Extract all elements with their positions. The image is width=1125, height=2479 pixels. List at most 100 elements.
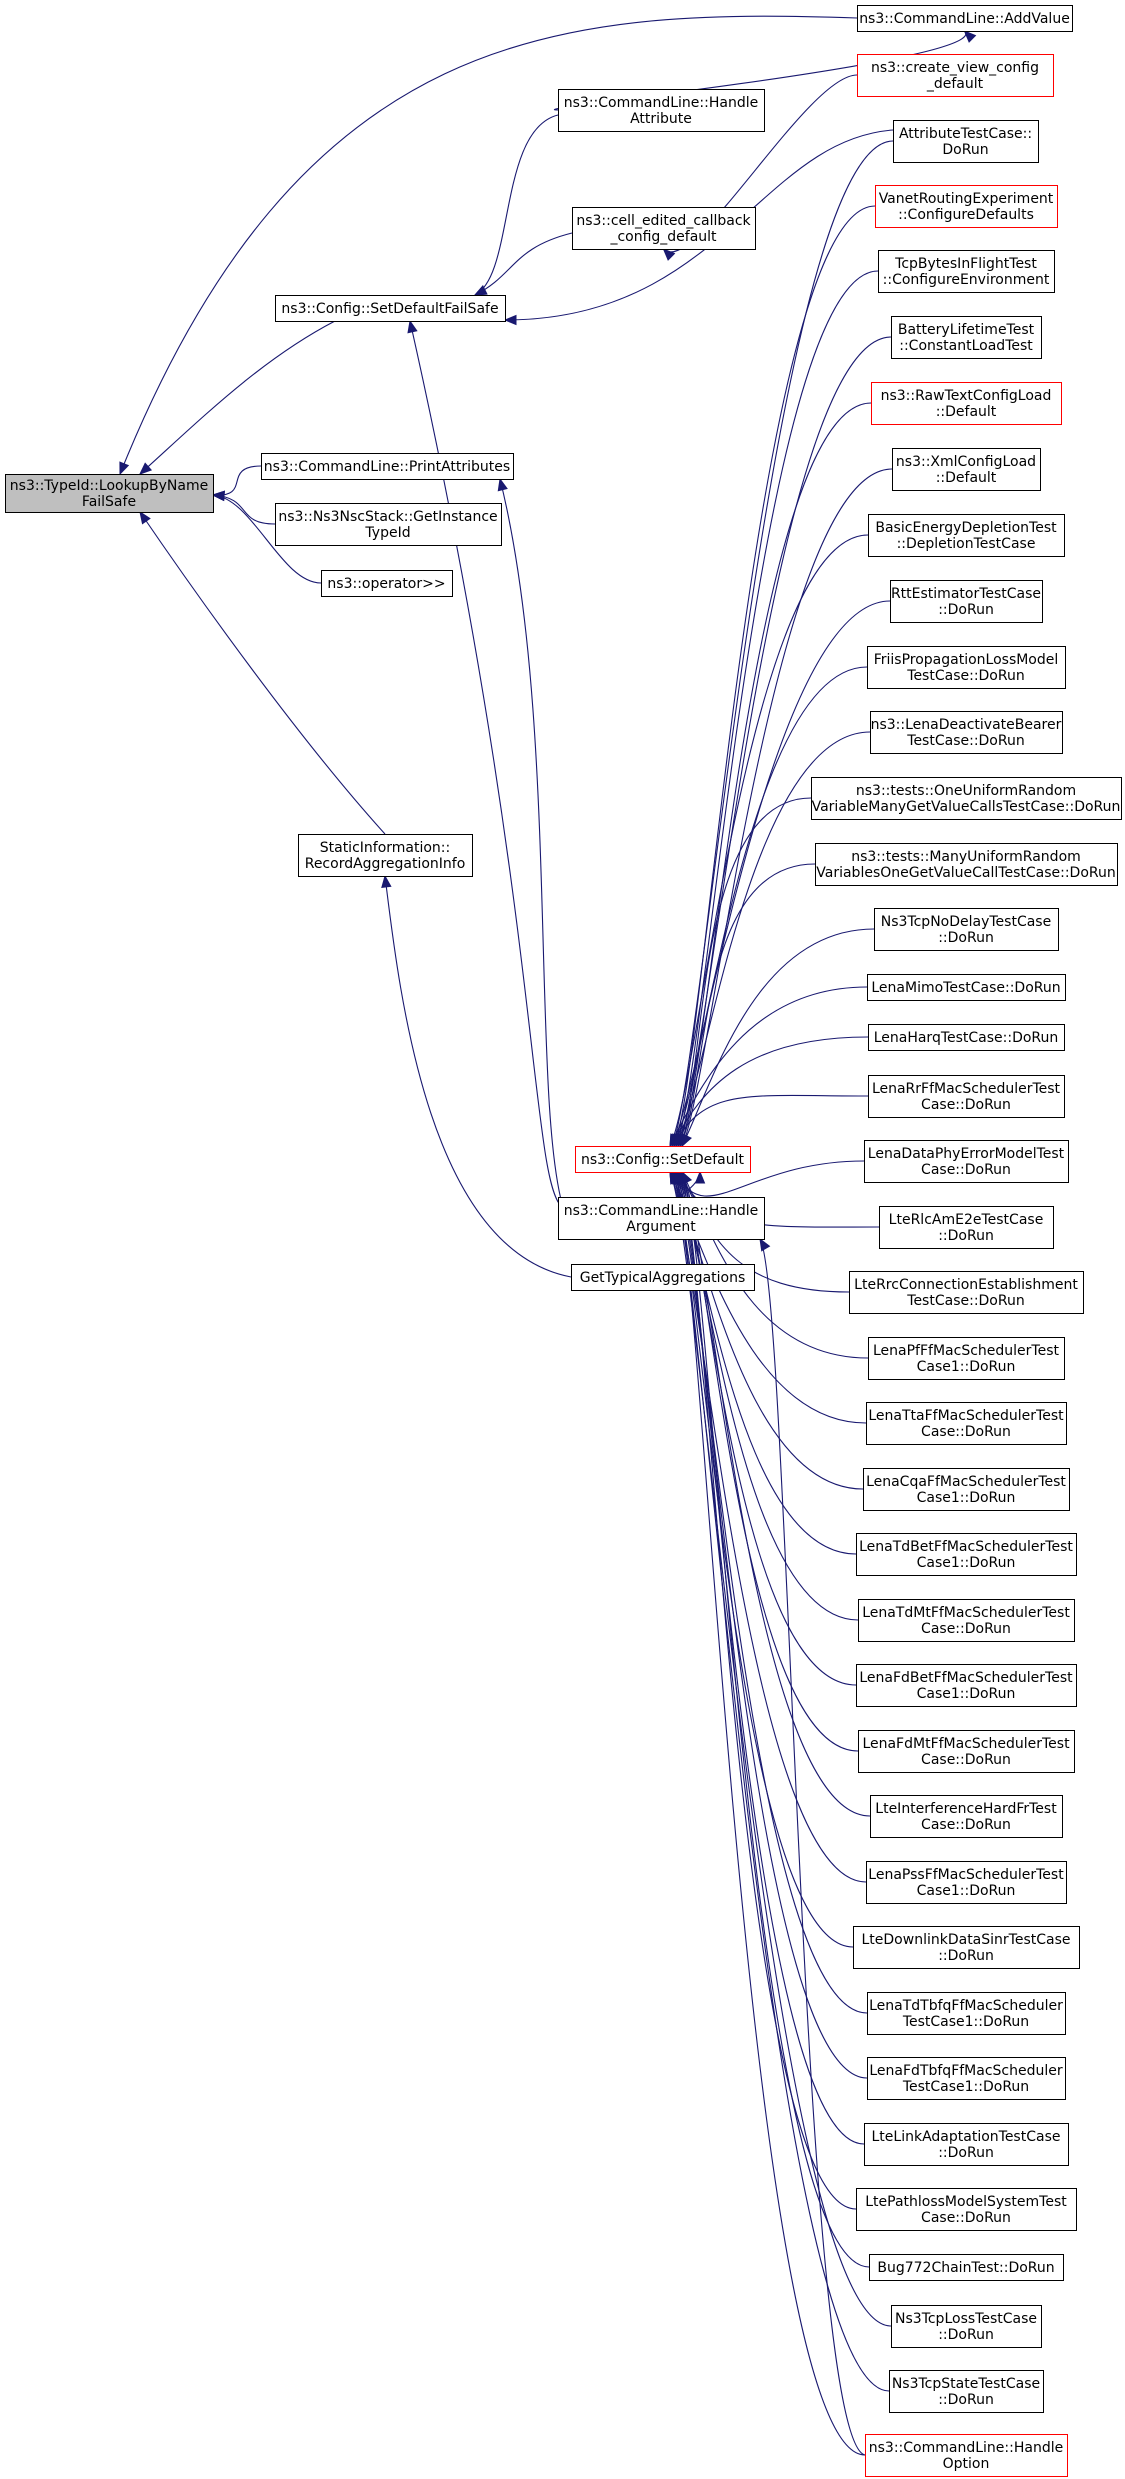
node-operator[interactable]: ns3::operator>>: [321, 570, 453, 597]
node-label-line: TypeId: [364, 525, 410, 541]
node-xmlconfig[interactable]: ns3::XmlConfigLoad::Default: [892, 448, 1041, 491]
edge-handleopt-to-setdefault: [673, 1171, 866, 2456]
node-label-line: VanetRoutingExperiment: [879, 191, 1054, 207]
node-box: [572, 207, 756, 250]
arrowhead-handleopt-to-handlearg: [759, 1237, 771, 1252]
node-label-line: ::DoRun: [938, 2392, 994, 2408]
edge-rawtext-to-setdefault: [679, 402, 872, 1147]
arrowhead-staticinfo-to-root: [139, 510, 151, 525]
arrowhead-lenarr-to-setdefault: [673, 1133, 684, 1148]
edge-operator-to-root: [212, 494, 322, 584]
node-label-line: ns3::TypeId::LookupByName: [10, 478, 208, 494]
node-label-line: RttEstimatorTestCase: [891, 586, 1041, 602]
node-label-line: ns3::XmlConfigLoad: [896, 454, 1036, 470]
node-box: [321, 570, 453, 597]
node-box: [868, 1024, 1065, 1051]
arrowhead-addvalue-to-root: [119, 461, 130, 476]
node-box: [275, 503, 502, 546]
node-tcploss[interactable]: Ns3TcpLossTestCase::DoRun: [891, 2305, 1042, 2348]
node-label-line: ns3::operator>>: [327, 576, 445, 592]
node-box: [868, 1075, 1065, 1118]
node-lenamimo[interactable]: LenaMimoTestCase::DoRun: [867, 974, 1066, 1001]
node-label-line: LenaTdTbfqFfMacScheduler: [869, 1998, 1063, 2014]
node-ltedownlink[interactable]: LteDownlinkDataSinrTestCase::DoRun: [853, 1926, 1080, 1969]
node-label-line: Ns3TcpStateTestCase: [892, 2376, 1040, 2392]
node-setdefaultfs[interactable]: ns3::Config::SetDefaultFailSafe: [275, 295, 506, 322]
node-label-line: LteLinkAdaptationTestCase: [872, 2129, 1061, 2145]
node-box: [863, 1468, 1070, 1511]
node-box: [868, 514, 1065, 557]
node-label-line: Bug772ChainTest::DoRun: [877, 2260, 1054, 2276]
node-staticinfo[interactable]: StaticInformation::RecordAggregationInfo: [298, 834, 473, 877]
node-tcpbytes[interactable]: TcpBytesInFlightTest::ConfigureEnvironme…: [878, 250, 1055, 293]
node-attrtest[interactable]: AttributeTestCase::DoRun: [893, 120, 1039, 163]
node-label-line: ns3::Ns3NscStack::GetInstance: [278, 509, 497, 525]
node-label-line: LenaTtaFfMacSchedulerTest: [868, 1408, 1064, 1424]
edge-handleopt-to-handlearg: [759, 1238, 866, 2456]
node-lterrc[interactable]: LteRrcConnectionEstablishmentTestCase::D…: [849, 1271, 1084, 1314]
edge-lenadeact-to-setdefault: [675, 731, 871, 1147]
node-rawtext[interactable]: ns3::RawTextConfigLoad::Default: [871, 382, 1062, 425]
node-tcpnodelay[interactable]: Ns3TcpNoDelayTestCase::DoRun: [874, 908, 1059, 951]
node-manyuniform[interactable]: ns3::tests::ManyUniformRandomVariablesOn…: [815, 843, 1118, 886]
node-createview[interactable]: ns3::create_view_config_default: [857, 54, 1054, 97]
node-basicenergy[interactable]: BasicEnergyDepletionTest::DepletionTestC…: [868, 514, 1065, 557]
node-oneuniform[interactable]: ns3::tests::OneUniformRandomVariableMany…: [811, 777, 1122, 820]
node-printattr[interactable]: ns3::CommandLine::PrintAttributes: [261, 453, 514, 480]
node-label-line: LenaMimoTestCase::DoRun: [871, 980, 1060, 996]
node-typicalagg[interactable]: GetTypicalAggregations: [571, 1264, 755, 1291]
node-lterlc[interactable]: LteRlcAmE2eTestCase::DoRun: [879, 1206, 1054, 1249]
node-label-line: ns3::CommandLine::Handle: [564, 95, 758, 111]
node-tcpstate[interactable]: Ns3TcpStateTestCase::DoRun: [889, 2370, 1044, 2413]
node-label-line: FriisPropagationLossModel: [874, 652, 1059, 668]
node-rttest[interactable]: RttEstimatorTestCase::DoRun: [890, 580, 1043, 623]
node-lenaharq[interactable]: LenaHarqTestCase::DoRun: [868, 1024, 1065, 1051]
node-celledited[interactable]: ns3::cell_edited_callback_config_default: [572, 207, 756, 250]
edge-lenatdtbfq-to-setdefault: [673, 1171, 868, 2014]
node-box: [867, 1992, 1066, 2035]
node-setdefault[interactable]: ns3::Config::SetDefault: [575, 1146, 751, 1173]
node-addvalue[interactable]: ns3::CommandLine::AddValue: [857, 5, 1073, 32]
node-box: [868, 1337, 1065, 1380]
node-label-line: BatteryLifetimeTest: [898, 322, 1035, 338]
node-label-line: Attribute: [630, 111, 692, 127]
node-ltelink[interactable]: LteLinkAdaptationTestCase::DoRun: [864, 2123, 1069, 2166]
node-box: [870, 711, 1063, 754]
node-label-line: Case::DoRun: [921, 1097, 1011, 1113]
node-box: [558, 89, 765, 132]
node-battery[interactable]: BatteryLifetimeTest::ConstantLoadTest: [891, 316, 1042, 359]
edge-printattr-to-root: [212, 465, 262, 496]
edge-ltepathloss-to-setdefault: [679, 1171, 857, 2210]
node-bug772[interactable]: Bug772ChainTest::DoRun: [869, 2254, 1064, 2281]
node-vanet[interactable]: VanetRoutingExperiment::ConfigureDefault…: [875, 185, 1058, 228]
arrowhead-handlearg-to-setdefaultfs: [407, 319, 418, 334]
node-label-line: LenaTdBetFfMacSchedulerTest: [859, 1539, 1073, 1555]
node-box: [866, 1402, 1067, 1445]
node-box: [261, 453, 514, 480]
arrowhead-tcpnodelay-to-setdefault: [681, 1133, 692, 1148]
node-label-line: TestCase1::DoRun: [902, 2014, 1029, 2030]
node-label-line: LenaFdTbfqFfMacScheduler: [869, 2063, 1062, 2079]
arrowhead-handlearg-to-setdefault: [694, 1170, 706, 1184]
node-label-line: TestCase::DoRun: [906, 668, 1024, 684]
